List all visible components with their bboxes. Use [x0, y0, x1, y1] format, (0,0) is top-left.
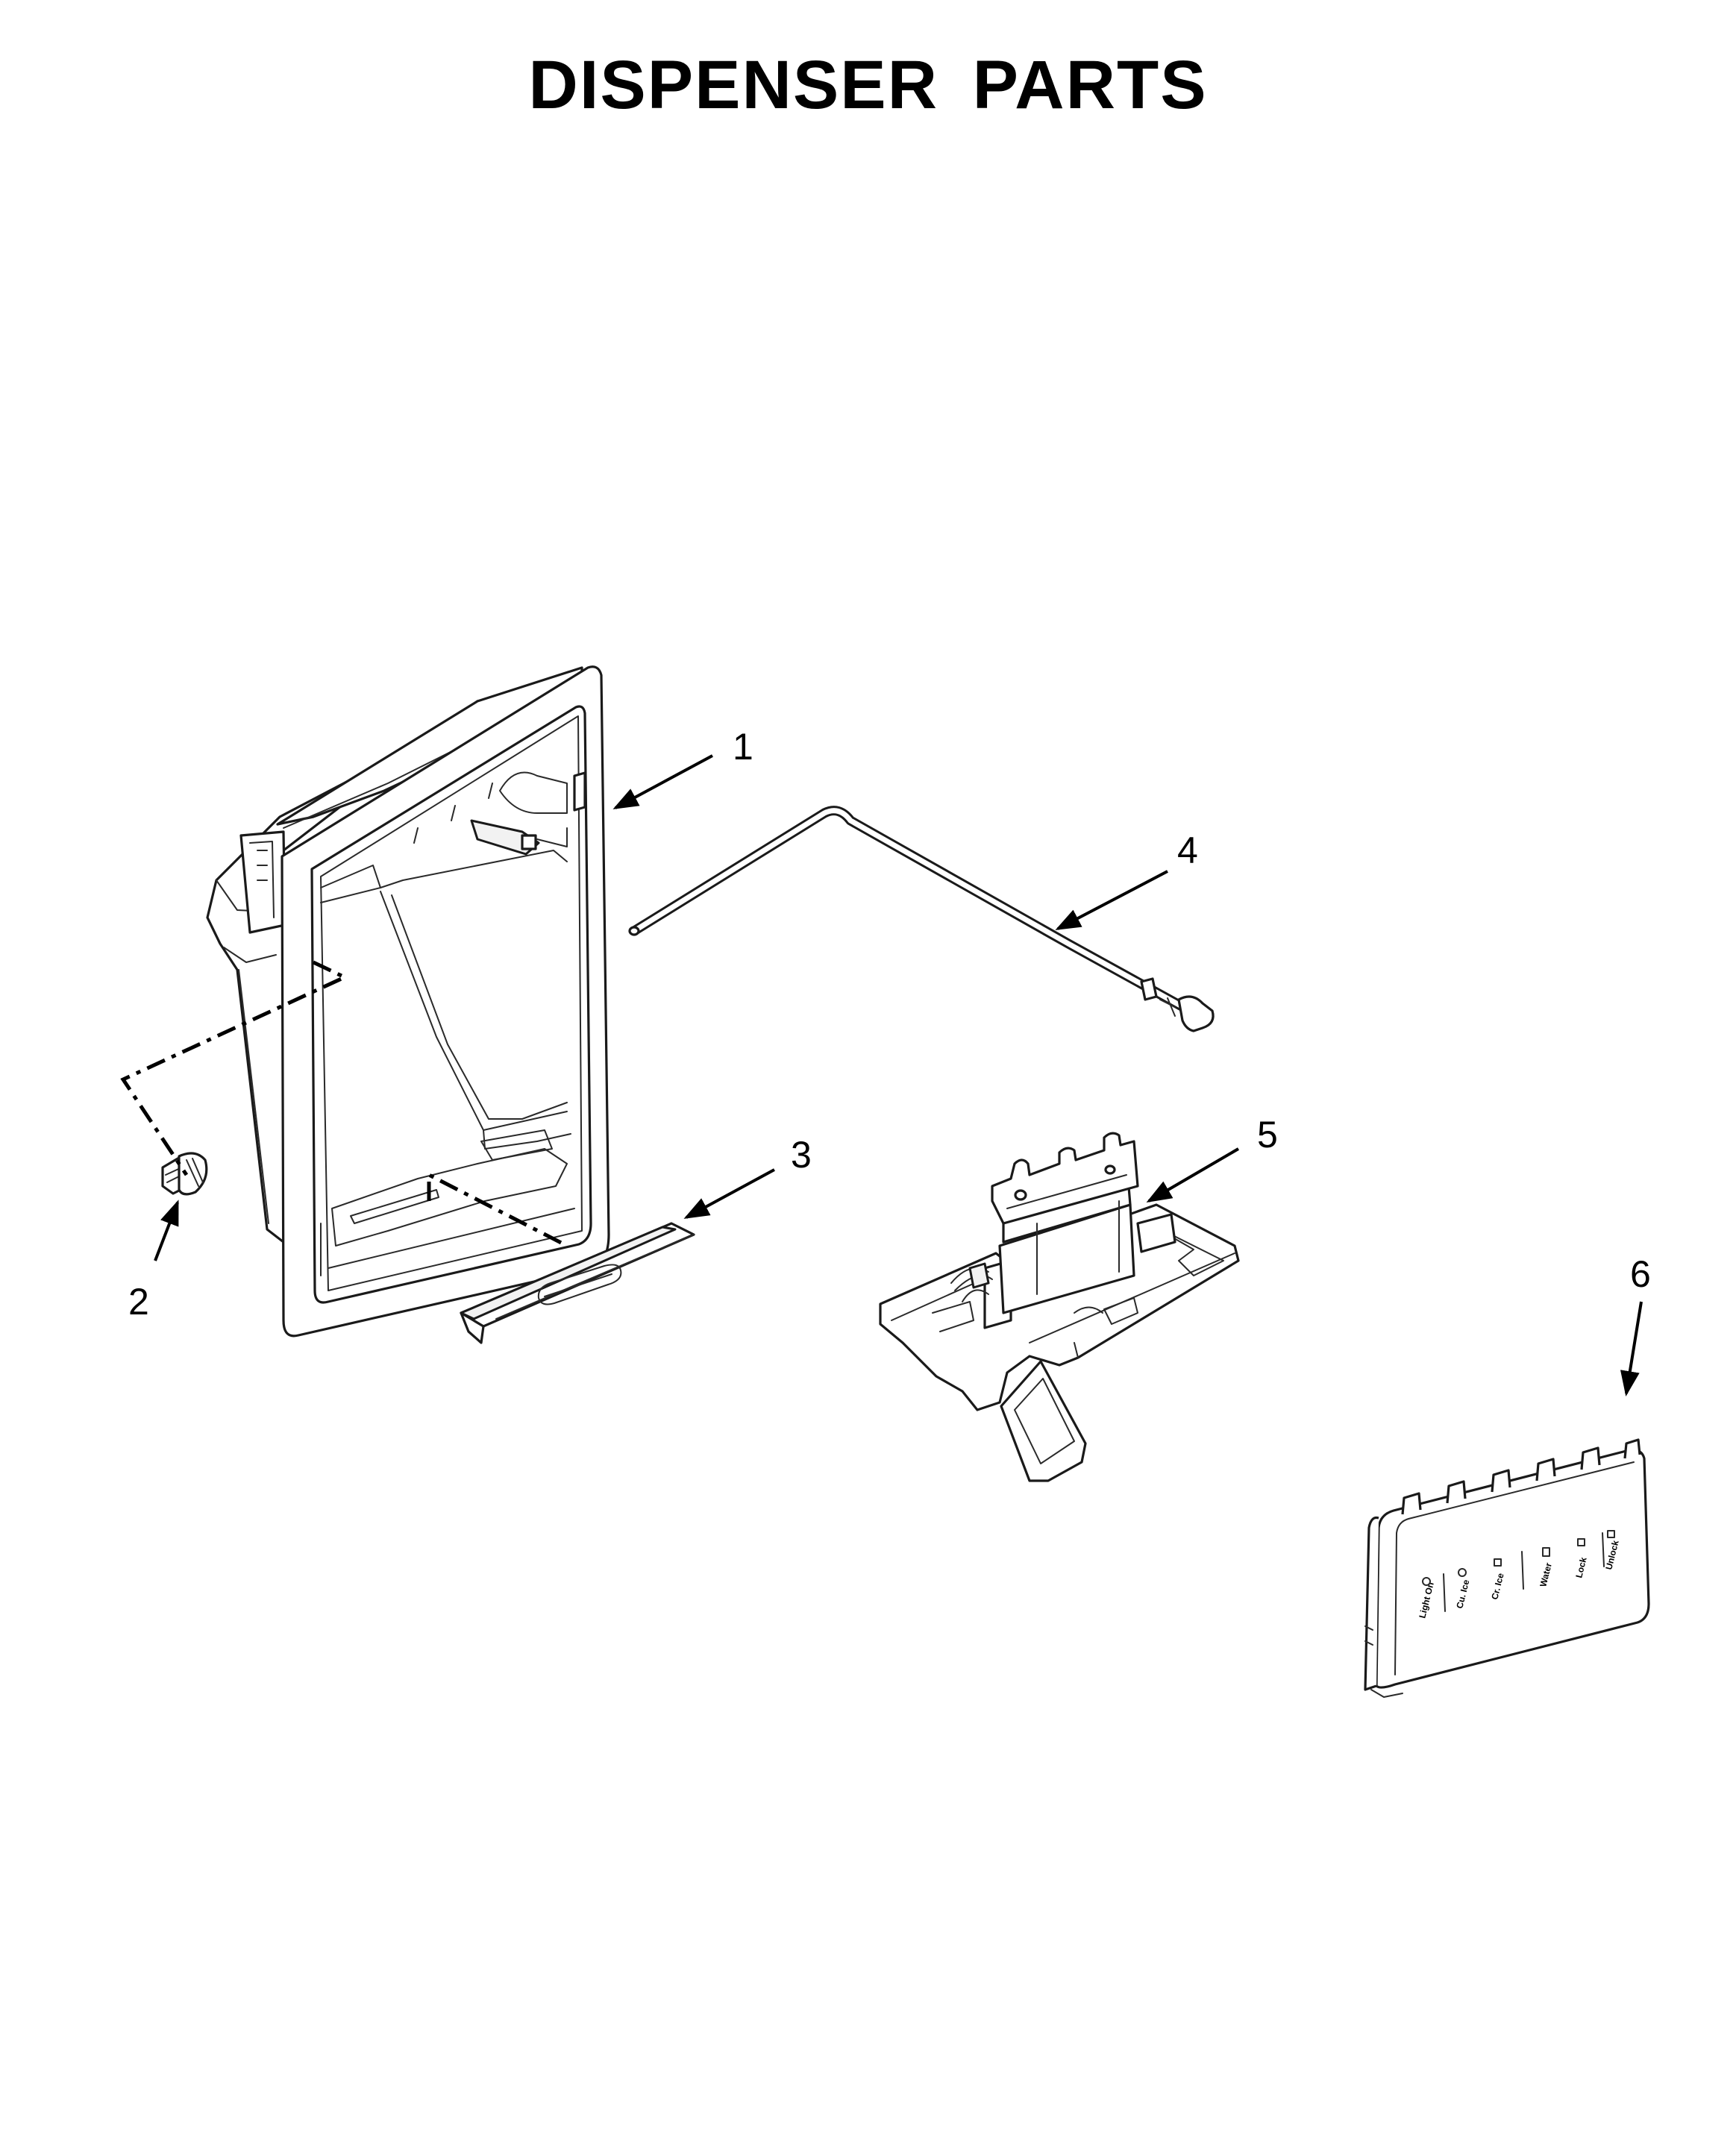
- callout-3: 3: [791, 1134, 812, 1176]
- part-3-drip-tray: [460, 1222, 695, 1344]
- assembly-line-tray: [427, 1171, 568, 1248]
- crushed-ice-icon: [1494, 1558, 1502, 1567]
- callout-2: 2: [128, 1281, 149, 1323]
- callout-4: 4: [1177, 830, 1198, 871]
- leader-2: [154, 1200, 179, 1261]
- lock-icon: [1577, 1538, 1585, 1546]
- panel-label-lock: Lock: [1573, 1556, 1588, 1579]
- page-title: DISPENSER PARTS: [528, 47, 1208, 123]
- light-icon: [1422, 1577, 1431, 1586]
- leader-1: [612, 754, 713, 809]
- leader-4: [1055, 870, 1168, 930]
- assembly-line-screw: [120, 960, 349, 1176]
- cubed-ice-icon: [1458, 1568, 1467, 1577]
- callout-1: 1: [733, 726, 753, 768]
- unlock-icon: [1607, 1530, 1615, 1538]
- callout-6: 6: [1630, 1253, 1651, 1295]
- part-1-dispenser-housing: [206, 665, 610, 1338]
- part-4-water-tube: [628, 806, 1215, 1032]
- leader-6: [1620, 1301, 1643, 1396]
- callout-5: 5: [1257, 1114, 1278, 1156]
- leader-3: [683, 1168, 775, 1219]
- part-2-screw: [161, 1152, 208, 1196]
- part-5-actuator-assembly: [879, 1132, 1240, 1482]
- part-6-control-panel: Light On Cu. Ice Cr. Ice Water Lock Unlo…: [1364, 1438, 1650, 1698]
- leader-5: [1146, 1147, 1240, 1203]
- water-icon: [1542, 1547, 1550, 1557]
